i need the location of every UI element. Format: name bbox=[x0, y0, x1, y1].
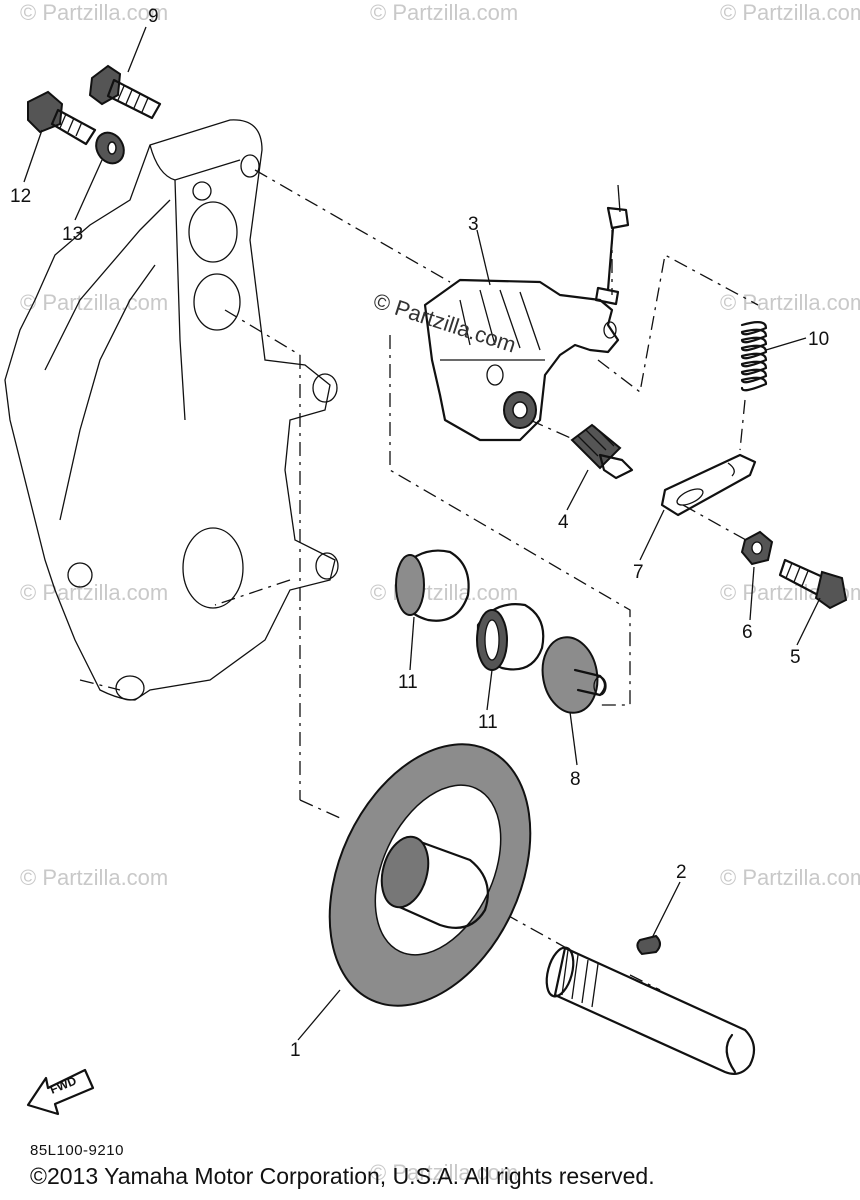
watermark: © Partzilla.com bbox=[20, 865, 168, 890]
callout-4: 4 bbox=[558, 512, 569, 533]
callout-11a: 11 bbox=[398, 672, 418, 693]
pulley-1 bbox=[328, 743, 532, 1007]
watermark: © Partzilla.com bbox=[720, 290, 860, 315]
callout-2: 2 bbox=[676, 862, 687, 883]
lever-housing-3 bbox=[423, 278, 620, 442]
seal-11-b bbox=[476, 603, 545, 671]
collar-8 bbox=[541, 636, 607, 714]
bolt-12 bbox=[27, 90, 97, 146]
cable bbox=[594, 184, 630, 306]
watermark: © Partzilla.com bbox=[370, 1160, 518, 1185]
watermark: © Partzilla.com bbox=[20, 0, 168, 25]
watermarks: © Partzilla.com © Partzilla.com © Partzi… bbox=[20, 0, 860, 1185]
callout-5: 5 bbox=[790, 647, 801, 668]
spring-10 bbox=[740, 321, 768, 392]
callout-1: 1 bbox=[290, 1040, 301, 1061]
nut-6 bbox=[740, 530, 774, 566]
callout-6: 6 bbox=[742, 622, 753, 643]
callout-11b: 11 bbox=[478, 712, 498, 733]
seal-11-a bbox=[395, 549, 470, 622]
callout-labels: 9 12 13 3 4 10 7 6 5 11 11 8 2 1 bbox=[10, 6, 829, 1061]
diagram-code: 85L100-9210 bbox=[30, 1142, 124, 1159]
callout-13: 13 bbox=[62, 224, 83, 245]
washer-13 bbox=[95, 131, 125, 165]
callout-3: 3 bbox=[468, 214, 479, 235]
worm-gear-4 bbox=[570, 423, 634, 480]
callout-10: 10 bbox=[808, 329, 829, 350]
fwd-label: FWD bbox=[48, 1073, 79, 1096]
callout-8: 8 bbox=[570, 769, 581, 790]
callout-7: 7 bbox=[633, 562, 644, 583]
shaft bbox=[545, 946, 756, 1075]
center-watermark: © Partzilla.com bbox=[370, 288, 519, 358]
callout-leaders bbox=[23, 26, 821, 1041]
watermark: © Partzilla.com bbox=[370, 0, 518, 25]
copyright-notice: ©2013 Yamaha Motor Corporation, U.S.A. A… bbox=[30, 1163, 655, 1189]
bolt-5 bbox=[778, 558, 848, 610]
fwd-arrow-icon: FWD bbox=[26, 1068, 95, 1116]
watermark: © Partzilla.com bbox=[20, 290, 168, 315]
watermark: © Partzilla.com bbox=[20, 580, 168, 605]
key-2 bbox=[636, 934, 661, 956]
lever-plate-7 bbox=[660, 453, 757, 517]
housing-outline bbox=[4, 119, 339, 701]
watermark: © Partzilla.com bbox=[720, 865, 860, 890]
watermark: © Partzilla.com bbox=[720, 0, 860, 25]
callout-9: 9 bbox=[148, 6, 159, 27]
callout-12: 12 bbox=[10, 186, 31, 207]
bolt-9 bbox=[88, 64, 162, 120]
watermark: © Partzilla.com bbox=[370, 580, 518, 605]
